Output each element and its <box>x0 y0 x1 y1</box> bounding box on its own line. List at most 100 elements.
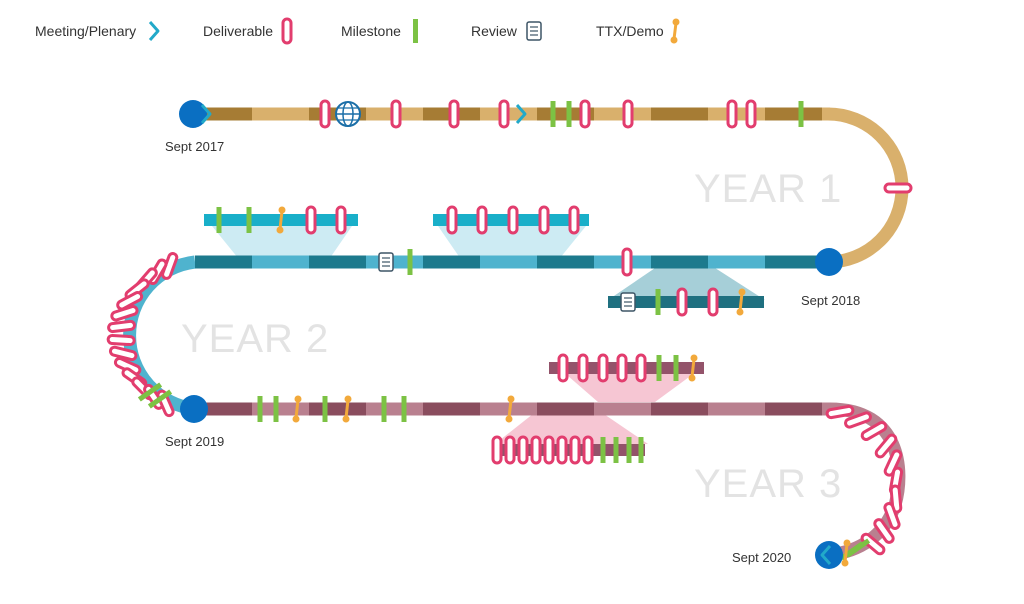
track-segment-year3 <box>252 402 309 416</box>
year-1-label: YEAR 1 <box>694 167 842 211</box>
milestone-marker <box>322 396 328 422</box>
milestone-marker <box>550 101 556 127</box>
deliverable-marker <box>446 205 458 235</box>
milestone-marker <box>566 101 572 127</box>
deliverable-marker <box>597 353 609 383</box>
milestone-marker <box>401 396 407 422</box>
deliverable-marker <box>873 518 895 544</box>
deliverable-marker <box>108 345 138 362</box>
deliverable-marker <box>860 421 888 441</box>
milestone-marker <box>257 396 263 422</box>
track-segment-year2 <box>651 255 708 269</box>
deliverable-marker <box>335 205 347 235</box>
deliverable-marker <box>745 99 757 129</box>
ttx-marker-bottom <box>276 226 284 234</box>
ttx-marker-top <box>690 354 698 362</box>
milestone-marker <box>613 437 619 463</box>
track-segment-year1 <box>651 107 708 121</box>
deliverable-marker <box>305 205 317 235</box>
track-segment-year3 <box>708 402 765 416</box>
track-segment-year3 <box>594 402 651 416</box>
ttx-marker-top <box>507 395 515 403</box>
milestone-marker <box>798 101 804 127</box>
deliverable-marker <box>448 99 460 129</box>
deliverable-marker <box>874 433 898 459</box>
deliverable-marker <box>476 205 488 235</box>
ttx-marker-top <box>294 395 302 403</box>
deliverable-marker <box>507 205 519 235</box>
zoom-bar <box>493 444 645 456</box>
year1-end-node <box>815 248 843 276</box>
deliverable-marker <box>390 99 402 129</box>
zoom-panel-shade <box>495 410 648 444</box>
deliverable-marker <box>116 291 144 311</box>
milestone-marker <box>216 207 222 233</box>
track-segment-year3 <box>765 402 822 416</box>
deliverable-marker <box>569 435 581 465</box>
track-segment-year3 <box>537 402 594 416</box>
deliverable-marker <box>110 305 139 322</box>
zoom-panel-shade <box>608 266 765 300</box>
deliverable-marker <box>530 435 542 465</box>
ttx-marker-top <box>843 539 851 547</box>
end-node <box>815 541 843 569</box>
legend-milestone-label: Milestone <box>341 23 401 39</box>
track-segment-year1 <box>765 107 822 121</box>
ttx-marker-bar <box>278 210 284 230</box>
ttx-marker-bottom <box>505 415 513 423</box>
ttx-marker-bar <box>843 543 849 563</box>
track-segment-year2 <box>195 255 252 269</box>
deliverable-marker <box>883 182 913 194</box>
dumbbell-icon <box>670 18 680 44</box>
track-segment-year3 <box>366 402 423 416</box>
deliverable-marker <box>556 435 568 465</box>
milestone-marker <box>147 389 173 409</box>
chevron-icon <box>820 545 832 565</box>
milestone-marker <box>246 207 252 233</box>
legend-ttx-label: TTX/Demo <box>596 23 664 39</box>
track-segment-year2 <box>252 255 309 269</box>
year2-end-node <box>180 395 208 423</box>
track-segment-year3 <box>423 402 480 416</box>
deliverable-marker <box>844 411 872 429</box>
deliverable-marker <box>883 502 901 530</box>
pill-icon <box>281 17 293 45</box>
deliverable-marker <box>498 99 510 129</box>
deliverable-marker <box>543 435 555 465</box>
ttx-marker-bar <box>738 292 744 312</box>
date-start-label: Sept 2017 <box>165 139 224 154</box>
ttx-marker-bottom <box>292 415 300 423</box>
milestone-marker <box>673 355 679 381</box>
ttx-marker-bottom <box>688 374 696 382</box>
deliverable-marker <box>557 353 569 383</box>
date-end-label: Sept 2020 <box>732 550 791 565</box>
deliverable-marker <box>676 287 688 317</box>
legend-meeting-label: Meeting/Plenary <box>35 23 136 39</box>
deliverable-marker <box>726 99 738 129</box>
deliverable-marker <box>107 319 136 334</box>
deliverable-marker <box>883 449 903 477</box>
track-segment-year3 <box>822 402 830 416</box>
milestone-marker <box>656 355 662 381</box>
track-segment-year3 <box>651 402 708 416</box>
ttx-marker-top <box>344 395 352 403</box>
date-year2-end-label: Sept 2019 <box>165 434 224 449</box>
zoom-panel-shade <box>560 369 700 402</box>
year-3-label: YEAR 3 <box>694 462 842 506</box>
chevron-icon <box>148 21 160 41</box>
deliverable-marker <box>579 99 591 129</box>
track-segment-year2 <box>366 255 423 269</box>
ttx-marker-bar <box>344 399 350 419</box>
chevron-icon <box>515 104 527 124</box>
deliverable-marker <box>577 353 589 383</box>
milestone-marker <box>137 382 163 402</box>
deliverable-marker <box>538 205 550 235</box>
start-node <box>179 100 207 128</box>
milestone-marker <box>381 396 387 422</box>
milestone-marker <box>407 249 413 275</box>
ttx-marker-bottom <box>342 415 350 423</box>
deliverable-marker <box>616 353 628 383</box>
globe-icon <box>335 101 361 127</box>
ttx-marker-top <box>278 206 286 214</box>
